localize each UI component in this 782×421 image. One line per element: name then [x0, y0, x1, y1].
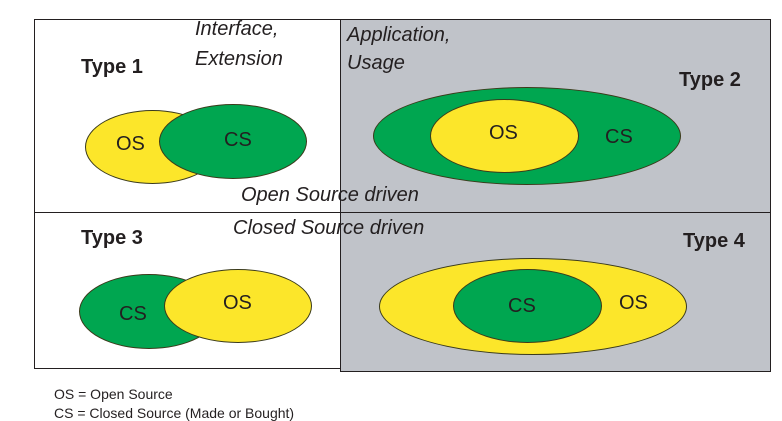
- type-1-cs-ellipse: [159, 104, 307, 179]
- type-2-os-label: OS: [489, 122, 518, 144]
- application-label-line2: Usage: [347, 52, 405, 74]
- type-3-os-ellipse: [164, 269, 312, 343]
- type-4-os-label: OS: [619, 292, 648, 314]
- type-4-cs-inner-ellipse: [453, 269, 602, 343]
- interface-label-line2: Extension: [195, 48, 283, 70]
- type-3-os-label: OS: [223, 292, 252, 314]
- open-source-driven-label: Open Source driven: [241, 184, 419, 206]
- type-2-os-inner-ellipse: [430, 99, 579, 173]
- closed-source-driven-label: Closed Source driven: [233, 217, 425, 239]
- type-1-cs-label: CS: [224, 129, 252, 151]
- interface-label-line1: Interface,: [195, 18, 279, 40]
- legend-cs: CS = Closed Source (Made or Bought): [54, 405, 295, 421]
- application-label-line1: Application,: [347, 24, 451, 46]
- type-2-title: Type 2: [679, 69, 741, 91]
- type-4-cs-label: CS: [508, 295, 536, 317]
- type-1-title: Type 1: [81, 56, 143, 78]
- type-2-cs-label: CS: [605, 126, 633, 148]
- horizontal-divider: [34, 212, 771, 213]
- type-1-os-label: OS: [116, 133, 145, 155]
- type-3-title: Type 3: [81, 227, 143, 249]
- type-4-title: Type 4: [683, 230, 745, 252]
- legend-os: OS = Open Source: [54, 386, 173, 402]
- type-3-cs-label: CS: [119, 303, 147, 325]
